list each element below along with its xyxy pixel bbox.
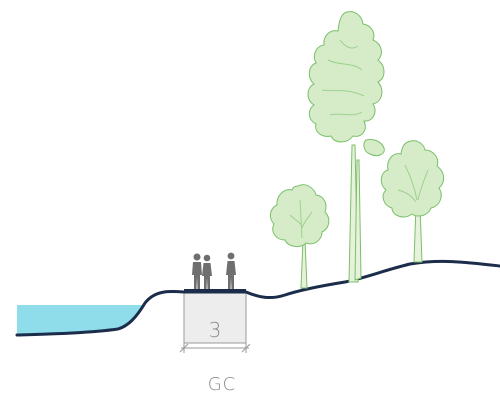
dimension-line [179,343,251,353]
water-body [17,305,143,335]
walking-couple [192,253,212,289]
gravel-path [184,289,246,293]
medium-tree [380,140,445,263]
ground-profile [15,259,500,337]
tall-pine-tree [307,11,385,283]
standing-person [226,252,236,289]
path-section-box [183,291,247,344]
small-tree [269,184,330,289]
path-type-label: GC [208,374,237,395]
path-width-label: 3 [209,318,222,342]
